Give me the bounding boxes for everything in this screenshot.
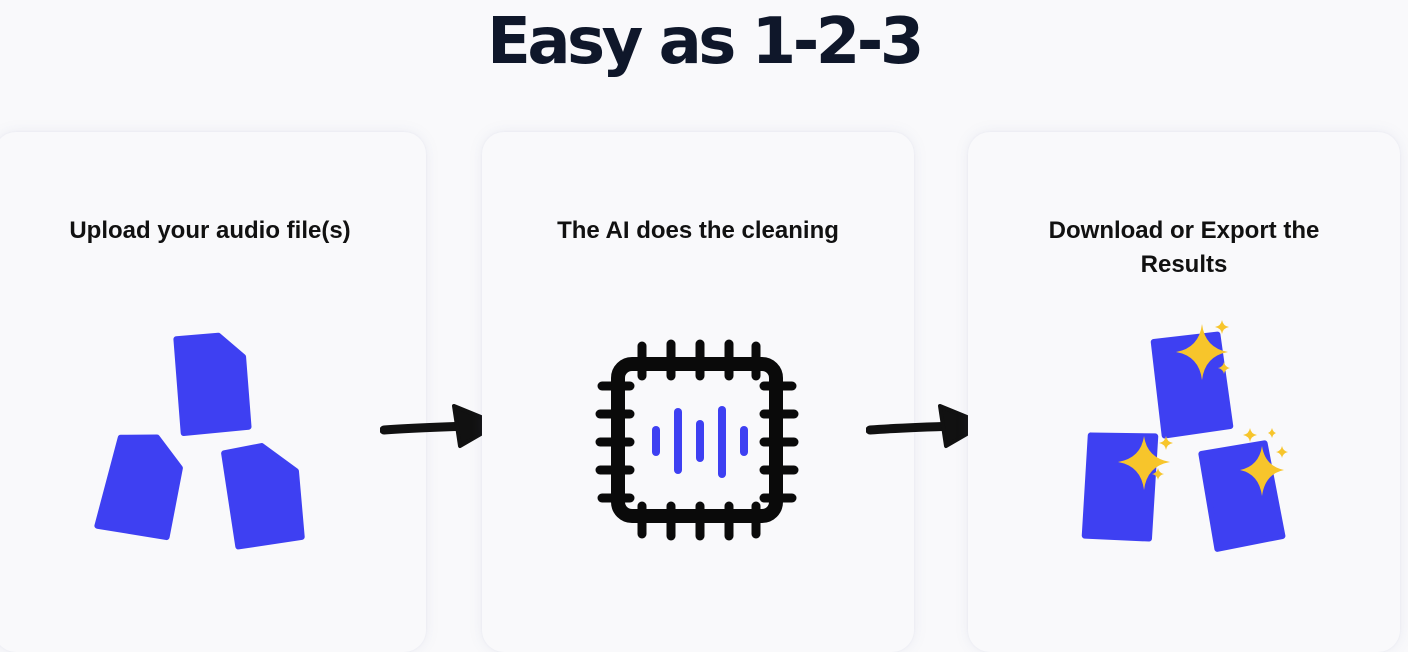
ai-chip-waveform-icon [595,339,799,541]
step-card-upload: Upload your audio file(s) [0,132,426,652]
step-title-upload: Upload your audio file(s) [69,217,351,244]
step-title-download: Download or Export the Results [1048,217,1320,278]
step-card-ai-cleaning: The AI does the cleaning [482,132,914,652]
sparkling-files-icon [1081,320,1288,552]
page-title: Easy as 1-2-3 [487,5,924,79]
step-title-ai-cleaning: The AI does the cleaning [557,217,839,244]
arrow-right-icon [380,404,500,448]
audio-files-icon [94,332,305,550]
arrow-right-icon [866,404,986,448]
step-card-download: Download or Export the Results [968,132,1400,652]
